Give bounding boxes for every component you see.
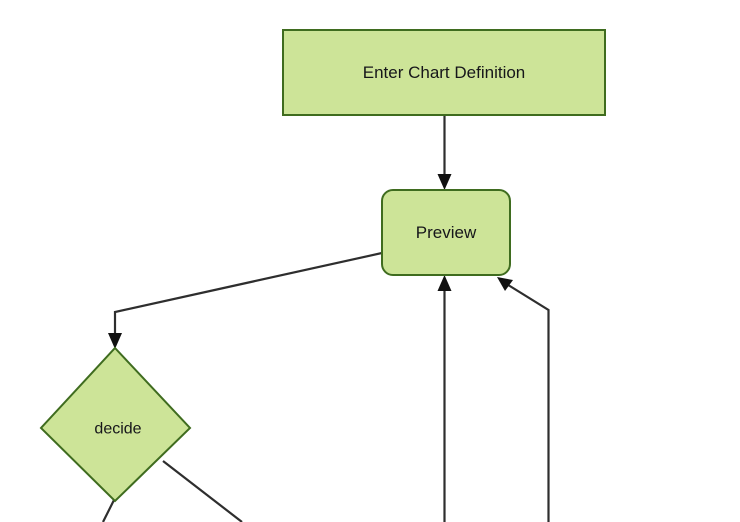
node-shape-rectangle[interactable] bbox=[282, 29, 606, 116]
edge-into-preview-bottom-right bbox=[497, 277, 550, 522]
node-label-enter-chart-definition: Enter Chart Definition bbox=[363, 63, 526, 82]
edge-line bbox=[113, 251, 383, 339]
node-label-decide: decide bbox=[94, 421, 141, 438]
edge-line bbox=[102, 499, 115, 522]
node-shape-rounded-rectangle[interactable] bbox=[381, 189, 511, 276]
edge-preview-to-decide bbox=[108, 251, 383, 349]
node-preview[interactable]: Preview bbox=[381, 189, 511, 276]
edge-enter-to-preview bbox=[437, 115, 452, 190]
edge-decide-out-bottom bbox=[102, 499, 115, 522]
edge-into-preview-bottom bbox=[437, 275, 452, 522]
edge-decide-out-right bbox=[162, 460, 243, 522]
arrowhead-icon bbox=[437, 174, 452, 190]
edge-line bbox=[504, 282, 550, 522]
node-shape-diamond[interactable] bbox=[39, 346, 192, 503]
edge-line bbox=[162, 460, 243, 522]
arrowhead-icon bbox=[437, 275, 452, 291]
arrowhead-icon bbox=[497, 277, 513, 291]
node-enter-chart-definition[interactable]: Enter Chart Definition bbox=[282, 29, 606, 116]
arrowhead-icon bbox=[108, 333, 122, 349]
node-decide[interactable]: decide bbox=[39, 346, 192, 503]
node-label-preview: Preview bbox=[416, 223, 477, 242]
